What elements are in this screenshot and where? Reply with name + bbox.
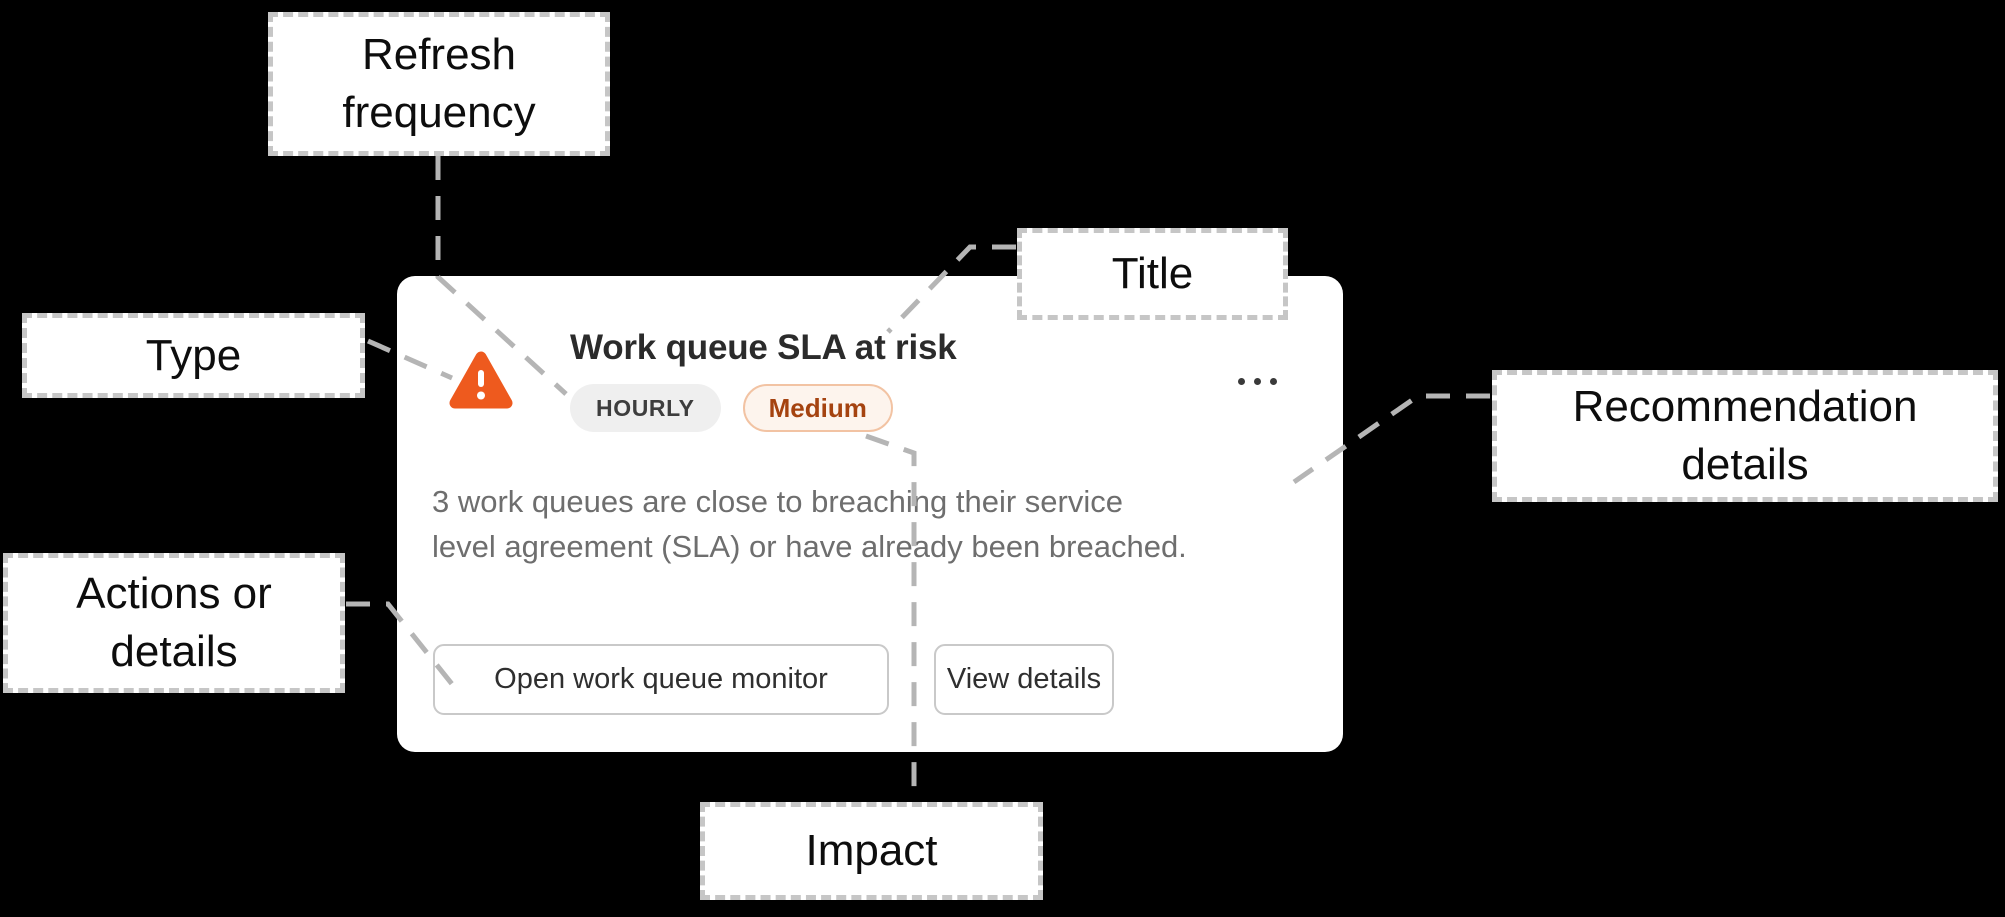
callout-label-line: Actions or — [76, 569, 272, 618]
dot — [1238, 378, 1245, 385]
callout-label-line: Title — [1111, 249, 1194, 298]
callout-label-line: Recommendation — [1572, 382, 1918, 431]
description-line: level agreement (SLA) or have already be… — [432, 529, 1187, 564]
callout-label-line: Refresh — [361, 30, 517, 79]
callout-impact: Impact — [700, 802, 1043, 900]
open-work-queue-monitor-button[interactable]: Open work queue monitor — [433, 644, 889, 715]
ellipsis-menu-icon[interactable] — [1234, 374, 1281, 389]
callout-title: Title — [1017, 228, 1288, 320]
callout-actions-or-details: Actions or details — [3, 553, 345, 693]
callout-label-line: Type — [145, 330, 242, 380]
callout-refresh-frequency: Refresh frequency — [268, 12, 610, 156]
card-description: 3 work queues are close to breaching the… — [432, 479, 1322, 569]
impact-badge: Medium — [742, 384, 893, 432]
dot — [1254, 378, 1261, 385]
recommendation-card: Work queue SLA at risk HOURLY Medium 3 w… — [397, 276, 1343, 752]
card-actions: Open work queue monitor View details — [433, 644, 1114, 715]
callout-label-line: details — [1681, 440, 1809, 489]
alert-triangle-icon — [449, 351, 513, 409]
callout-recommendation-details: Recommendation details — [1492, 370, 1998, 502]
dot — [1270, 378, 1277, 385]
callout-label-line: Impact — [805, 826, 938, 875]
badge-row: HOURLY Medium — [570, 384, 957, 432]
refresh-frequency-badge: HOURLY — [570, 384, 721, 432]
card-header: Work queue SLA at risk HOURLY Medium — [570, 328, 957, 432]
callout-label-line: frequency — [342, 88, 536, 137]
view-details-button[interactable]: View details — [934, 644, 1114, 715]
callout-type: Type — [22, 313, 365, 398]
description-line: 3 work queues are close to breaching the… — [432, 484, 1123, 519]
card-title: Work queue SLA at risk — [570, 328, 957, 367]
callout-label-line: details — [110, 627, 238, 676]
